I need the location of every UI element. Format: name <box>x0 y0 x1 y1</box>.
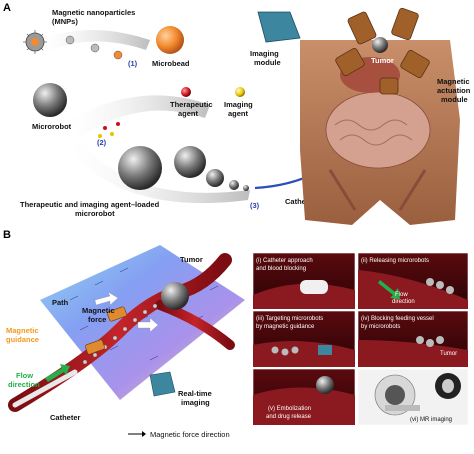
panel-a-letter: A <box>3 2 11 14</box>
inset-5-caption-line2: and drug release <box>266 414 312 420</box>
inset-3-caption-line1: (iii) Targeting microrobots <box>256 316 323 322</box>
therapeutic-agent-ball <box>181 87 191 97</box>
inset-v: (v) Embolization and drug release <box>252 368 356 426</box>
tumor-label-a: Tumor <box>371 56 394 65</box>
realtime-imaging-module <box>149 371 176 397</box>
inset-ii: (ii) Releasing microrobots Flow directio… <box>357 252 469 310</box>
mnp-label-line2: (MNPs) <box>52 17 78 26</box>
step-1-label: (1) <box>128 59 138 68</box>
mnp-particle <box>23 30 47 54</box>
catheter-label-b: Catheter <box>50 413 81 422</box>
process-arrow-2 <box>70 95 210 138</box>
mnp-label-line1: Magnetic nanoparticles <box>52 8 135 17</box>
microbead <box>156 26 184 54</box>
loaded-label-line2: microrobot <box>75 209 115 218</box>
mnp-small-3 <box>113 50 123 60</box>
realtime-label-line2: imaging <box>181 398 210 407</box>
inset-3-caption-line2: by magnetic guidance <box>256 324 315 330</box>
loaded-microrobot-4 <box>229 180 239 190</box>
tumor-label-b: Tumor <box>180 255 203 264</box>
imaging-agent-ball <box>235 87 245 97</box>
torso-illustration <box>300 40 460 225</box>
mnp-small-2 <box>90 43 100 53</box>
inset-iii: (iii) Targeting microrobots by magnetic … <box>252 310 356 368</box>
magnetic-robot-2 <box>85 339 105 355</box>
magnetic-robot-1 <box>107 306 127 322</box>
inset-i: (i) Catheter approach and blood blocking <box>252 252 356 310</box>
path-label: Path <box>52 298 69 307</box>
actuation-label-line1: Magnetic <box>437 77 470 86</box>
therapeutic-label-line2: agent <box>178 109 199 118</box>
imaging-module <box>257 11 301 43</box>
imaging-module-label-line1: Imaging <box>250 49 279 58</box>
mnp-small-1 <box>65 35 75 45</box>
microbead-label: Microbead <box>152 59 190 68</box>
loaded-microrobot-2 <box>174 146 206 178</box>
blood-vessel-main <box>8 253 232 412</box>
actuation-label-line3: module <box>441 95 468 104</box>
inset-6-caption-line1: (vi) MR imaging <box>410 417 452 423</box>
catheter-b <box>12 369 78 408</box>
inset-iv: (iv) Blocking feeding vessel by microrob… <box>357 310 469 368</box>
loaded-microrobot-1 <box>118 146 162 190</box>
catheter-label-a: Catheter <box>285 197 316 206</box>
inset-2-caption-line1: (ii) Releasing microrobots <box>361 258 429 264</box>
magnetic-force-label-line1: Magnetic <box>82 306 115 315</box>
inset-5-caption-line1: (v) Embolization <box>268 406 311 412</box>
therapeutic-label-line1: Therapeutic <box>170 100 213 109</box>
inset-4-caption-line2: by microrobots <box>361 324 400 330</box>
panel-b-letter: B <box>3 229 11 241</box>
magnetic-force-arrow <box>94 291 119 306</box>
blood-vessel-branch <box>155 300 235 350</box>
flow-label-line1: Flow <box>16 371 33 380</box>
inset-vi: (vi) MR imaging <box>357 368 469 426</box>
microrobots-in-vessel <box>82 297 168 365</box>
step-2-label: (2) <box>97 138 107 147</box>
legend-label: Magnetic force direction <box>150 430 230 439</box>
process-arrow-3 <box>70 140 250 204</box>
actuation-label-line2: actuation <box>437 86 471 95</box>
imaging-agent-label-line1: Imaging <box>224 100 253 109</box>
imaging-module-label-line2: module <box>254 58 281 67</box>
electromagnetic-coils <box>335 7 430 95</box>
inset-4-caption-line1: (iv) Blocking feeding vessel <box>361 316 434 322</box>
imaging-agent-label-line2: agent <box>228 109 249 118</box>
flow-label-line2: direction <box>8 380 40 389</box>
loaded-label-line1: Therapeutic and imaging agent–loaded <box>20 200 160 209</box>
magnetic-guidance-label-line2: guidance <box>6 335 39 344</box>
inset-1-caption-line1: (i) Catheter approach <box>256 258 313 264</box>
flow-arrow <box>45 364 70 382</box>
step-3-label: (3) <box>250 201 260 210</box>
inset-2-flow-line1: Flow <box>395 292 408 298</box>
guidance-arrow <box>137 317 159 333</box>
magnetic-force-label-line2: force <box>88 315 106 324</box>
tumor-b <box>161 282 189 310</box>
loaded-microrobot-5 <box>243 185 249 191</box>
microrobot <box>33 83 67 117</box>
magnetic-guidance-label-line1: Magnetic <box>6 326 39 335</box>
microrobot-label: Microrobot <box>32 122 72 131</box>
tumor-site-a <box>372 37 388 53</box>
inset-1-caption-line2: and blood blocking <box>256 266 306 272</box>
loaded-microrobot-3 <box>206 169 224 187</box>
inset-4-tumor-label: Tumor <box>440 351 457 357</box>
realtime-label-line1: Real-time <box>178 389 212 398</box>
inset-2-flow-line2: direction <box>392 299 415 305</box>
loading-particles <box>98 122 120 138</box>
process-arrow-1 <box>40 30 150 52</box>
legend-arrow-head <box>142 431 146 437</box>
